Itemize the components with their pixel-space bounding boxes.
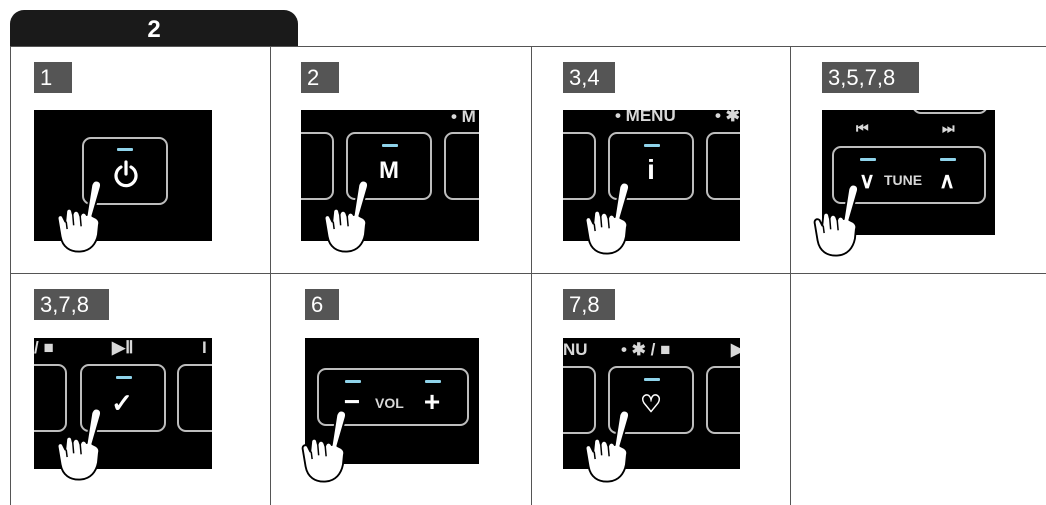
cell-1-step-label: 1: [34, 62, 72, 93]
cell-2-step-label: 2: [301, 62, 339, 93]
info-led: [644, 144, 660, 147]
section-number: 2: [10, 10, 298, 46]
grid-top-line: [10, 46, 1046, 47]
cell-5-top-stop-icon: / ■: [34, 338, 54, 358]
vol-label: VOL: [375, 395, 404, 411]
vol-plus-led: [425, 380, 441, 383]
right-partial-button: [444, 132, 479, 200]
power-led: [117, 148, 133, 151]
power-icon: [112, 160, 140, 188]
cell-2-hand-icon: [322, 178, 378, 254]
vol-minus-led: [345, 380, 361, 383]
cell-7-top-text: NU: [563, 340, 588, 360]
cell-7-hand-icon: [583, 408, 639, 484]
cell-5-top-right-icon: I: [202, 338, 207, 358]
m-led: [382, 144, 398, 147]
favorite-led: [644, 378, 660, 381]
vol-plus-icon: +: [421, 386, 443, 418]
grid-line-1: [270, 46, 271, 505]
cell-3-top-text: • MENU: [615, 110, 676, 126]
cell-4-step-label: 3,5,7,8: [822, 62, 919, 93]
tune-up-led: [940, 158, 956, 161]
prev-track-icon: ⏮: [856, 120, 869, 137]
confirm-led: [116, 376, 132, 379]
right-partial-button: [177, 364, 212, 432]
grid-middle-line: [10, 273, 1046, 274]
right-partial-button: [706, 132, 740, 200]
cell-3-step-label: 3,4: [563, 62, 615, 93]
cell-2-top-text: • M: [451, 110, 476, 127]
cell-6-step-label: 6: [305, 289, 339, 320]
tune-label: TUNE: [884, 172, 922, 188]
grid-line-3: [790, 46, 791, 505]
cell-4-hand-icon: [812, 182, 868, 258]
cell-5-hand-icon: [55, 406, 111, 482]
play-pause-icon: ▶Ⅱ: [112, 338, 133, 358]
cell-7-play-icon: ▶: [731, 340, 740, 360]
cell-6-hand-icon: [300, 408, 356, 484]
tune-up-icon: ∧: [936, 168, 958, 194]
cell-3-hand-icon: [583, 180, 639, 256]
next-track-icon: ⏭: [942, 120, 955, 137]
section-tab: 2: [10, 10, 298, 46]
tune-down-led: [860, 158, 876, 161]
grid-left-line: [10, 46, 11, 505]
grid-line-2: [531, 46, 532, 505]
cell-1-hand-icon: [55, 178, 111, 254]
right-partial-button: [706, 366, 740, 434]
cell-3-bt-text: • ✱: [715, 110, 740, 126]
cell-5-step-label: 3,7,8: [34, 289, 109, 320]
top-partial-button: [912, 110, 988, 114]
cell-7-step-label: 7,8: [563, 289, 615, 320]
cell-7-top-text-2: • ✱ / ■: [621, 340, 670, 360]
